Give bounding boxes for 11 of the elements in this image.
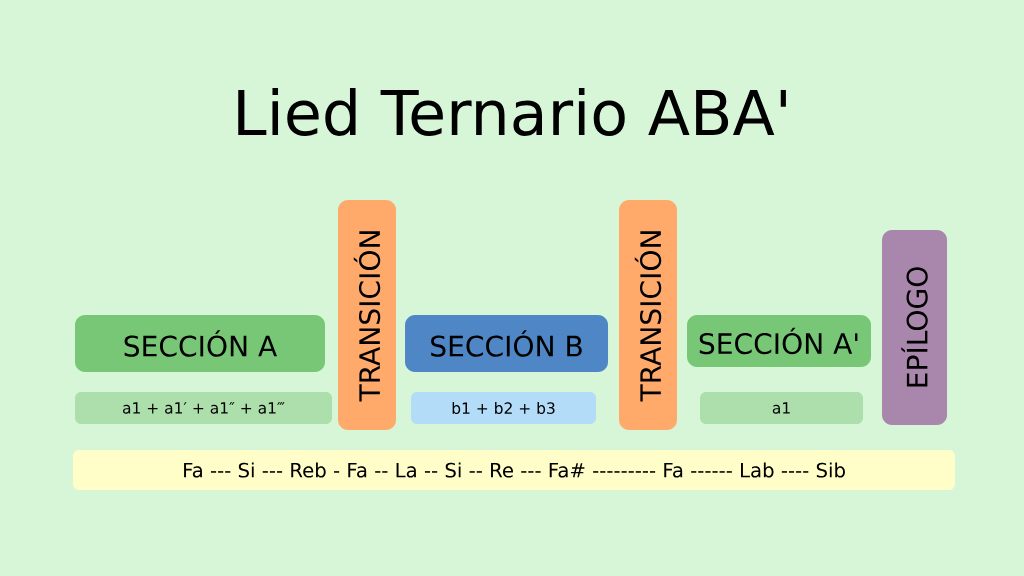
- transition-band: TRANSICIÓN: [619, 200, 677, 430]
- transition-band: EPÍLOGO: [882, 230, 948, 425]
- section-box: SECCIÓN B: [405, 315, 609, 372]
- motif-box: a1 + a1′ + a1″ + a1‴: [75, 392, 332, 424]
- transition-band: TRANSICIÓN: [338, 200, 396, 430]
- section-box: SECCIÓN A: [75, 315, 325, 372]
- section-box: SECCIÓN A': [687, 315, 871, 367]
- motif-box: a1: [700, 392, 864, 424]
- key-sequence-bar: Fa --- Si --- Reb - Fa -- La -- Si -- Re --- Fa# --------- Fa ------ Lab ---- Sib: [73, 450, 955, 490]
- motif-box: b1 + b2 + b3: [411, 392, 597, 424]
- title: Lied Ternario ABA': [238, 88, 786, 136]
